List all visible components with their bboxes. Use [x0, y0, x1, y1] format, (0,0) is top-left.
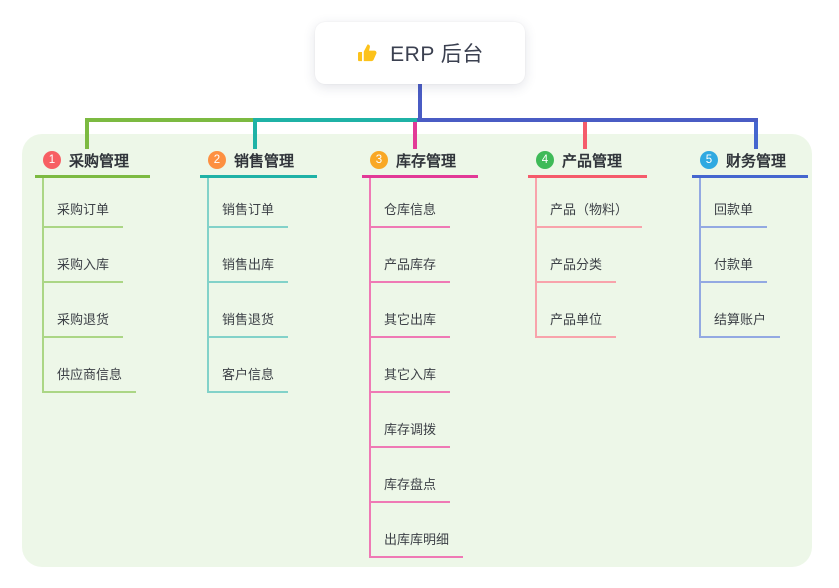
child-label: 回款单 [714, 202, 754, 217]
branch-children: 销售订单 销售出库 销售退货 客户信息 [207, 178, 289, 393]
branch-title: 库存管理 [396, 152, 457, 170]
child-label: 结算账户 [714, 312, 767, 327]
branch-number-badge: 1 [43, 151, 61, 169]
branch-number-badge: 5 [700, 151, 718, 169]
child-node[interactable]: 采购入库 [42, 228, 124, 283]
root-label: ERP 后台 [390, 43, 484, 66]
child-label: 销售退货 [222, 312, 275, 327]
branch-drop-line-1 [85, 118, 89, 149]
child-node[interactable]: 客户信息 [207, 338, 289, 393]
child-label: 采购订单 [57, 202, 110, 217]
child-node[interactable]: 产品库存 [369, 228, 451, 283]
child-label: 采购入库 [57, 257, 110, 272]
branch-header-4[interactable]: 4 产品管理 [528, 145, 647, 178]
child-node[interactable]: 采购退货 [42, 283, 124, 338]
branch-number-badge: 4 [536, 151, 554, 169]
child-label: 供应商信息 [57, 367, 123, 382]
branch-children: 采购订单 采购入库 采购退货 供应商信息 [42, 178, 137, 393]
child-node[interactable]: 其它入库 [369, 338, 451, 393]
branch-title: 产品管理 [562, 152, 623, 170]
branch-children: 回款单 付款单 结算账户 [699, 178, 781, 338]
branch-rail-line [369, 178, 371, 558]
child-node[interactable]: 其它出库 [369, 283, 451, 338]
root-node[interactable]: ERP 后台 [315, 22, 525, 84]
child-node[interactable]: 产品分类 [535, 228, 617, 283]
branch-rail-line [42, 178, 44, 393]
child-node[interactable]: 产品单位 [535, 283, 617, 338]
child-label: 库存调拨 [384, 422, 437, 437]
child-label: 销售出库 [222, 257, 275, 272]
child-node[interactable]: 回款单 [699, 178, 768, 228]
child-node[interactable]: 付款单 [699, 228, 768, 283]
bus-segment-2 [253, 118, 422, 122]
branch-children: 产品（物料） 产品分类 产品单位 [535, 178, 643, 338]
branch-rail-line [207, 178, 209, 393]
child-label: 客户信息 [222, 367, 275, 382]
child-label: 付款单 [714, 257, 754, 272]
child-node[interactable]: 结算账户 [699, 283, 781, 338]
branches-panel [22, 134, 812, 567]
branch-title: 销售管理 [234, 152, 295, 170]
child-label: 产品（物料） [550, 202, 629, 217]
child-node[interactable]: 库存调拨 [369, 393, 451, 448]
branch-number-badge: 3 [370, 151, 388, 169]
child-node[interactable]: 销售出库 [207, 228, 289, 283]
child-node[interactable]: 产品（物料） [535, 178, 643, 228]
thumbs-up-icon [356, 42, 379, 65]
branch-drop-line-3 [413, 118, 417, 149]
branch-rail-line [699, 178, 701, 338]
root-stem-line [418, 84, 422, 122]
child-node[interactable]: 出库库明细 [369, 503, 464, 558]
child-node[interactable]: 供应商信息 [42, 338, 137, 393]
bus-segment-3 [417, 118, 758, 122]
child-node[interactable]: 采购订单 [42, 178, 124, 228]
branch-drop-line-4 [583, 118, 587, 149]
child-label: 仓库信息 [384, 202, 437, 217]
branch-header-3[interactable]: 3 库存管理 [362, 145, 478, 178]
branch-header-1[interactable]: 1 采购管理 [35, 145, 150, 178]
child-node[interactable]: 仓库信息 [369, 178, 451, 228]
branch-title: 财务管理 [726, 152, 787, 170]
branch-title: 采购管理 [69, 152, 130, 170]
child-label: 产品单位 [550, 312, 603, 327]
child-label: 其它出库 [384, 312, 437, 327]
branch-header-5[interactable]: 5 财务管理 [692, 145, 808, 178]
branch-number-badge: 2 [208, 151, 226, 169]
branch-drop-line-2 [253, 118, 257, 149]
child-label: 库存盘点 [384, 477, 437, 492]
child-label: 采购退货 [57, 312, 110, 327]
child-node[interactable]: 销售订单 [207, 178, 289, 228]
child-label: 产品库存 [384, 257, 437, 272]
branch-drop-line-5 [754, 118, 758, 149]
branch-children: 仓库信息 产品库存 其它出库 其它入库 库存调拨 库存盘点 出库库明细 [369, 178, 464, 558]
child-label: 销售订单 [222, 202, 275, 217]
child-label: 产品分类 [550, 257, 603, 272]
child-label: 其它入库 [384, 367, 437, 382]
child-node[interactable]: 库存盘点 [369, 448, 451, 503]
branch-header-2[interactable]: 2 销售管理 [200, 145, 317, 178]
branch-rail-line [535, 178, 537, 338]
bus-segment-1 [85, 118, 257, 122]
child-node[interactable]: 销售退货 [207, 283, 289, 338]
child-label: 出库库明细 [384, 532, 450, 547]
